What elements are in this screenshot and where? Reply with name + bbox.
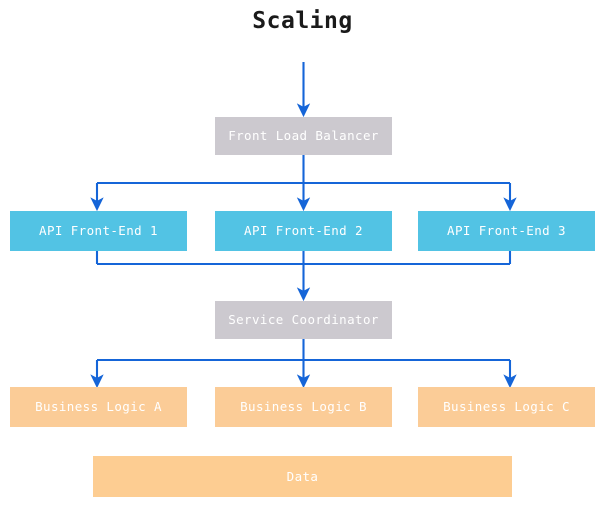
node-front-load-balancer[interactable]: Front Load Balancer xyxy=(215,117,392,155)
node-data-store[interactable]: Data xyxy=(93,456,512,497)
node-business-logic-a[interactable]: Business Logic A xyxy=(10,387,187,427)
node-business-logic-c[interactable]: Business Logic C xyxy=(418,387,595,427)
node-business-logic-b[interactable]: Business Logic B xyxy=(215,387,392,427)
node-service-coordinator[interactable]: Service Coordinator xyxy=(215,301,392,339)
node-api-front-end-2[interactable]: API Front-End 2 xyxy=(215,211,392,251)
node-api-front-end-1[interactable]: API Front-End 1 xyxy=(10,211,187,251)
node-api-front-end-3[interactable]: API Front-End 3 xyxy=(418,211,595,251)
page-title: Scaling xyxy=(252,8,353,34)
